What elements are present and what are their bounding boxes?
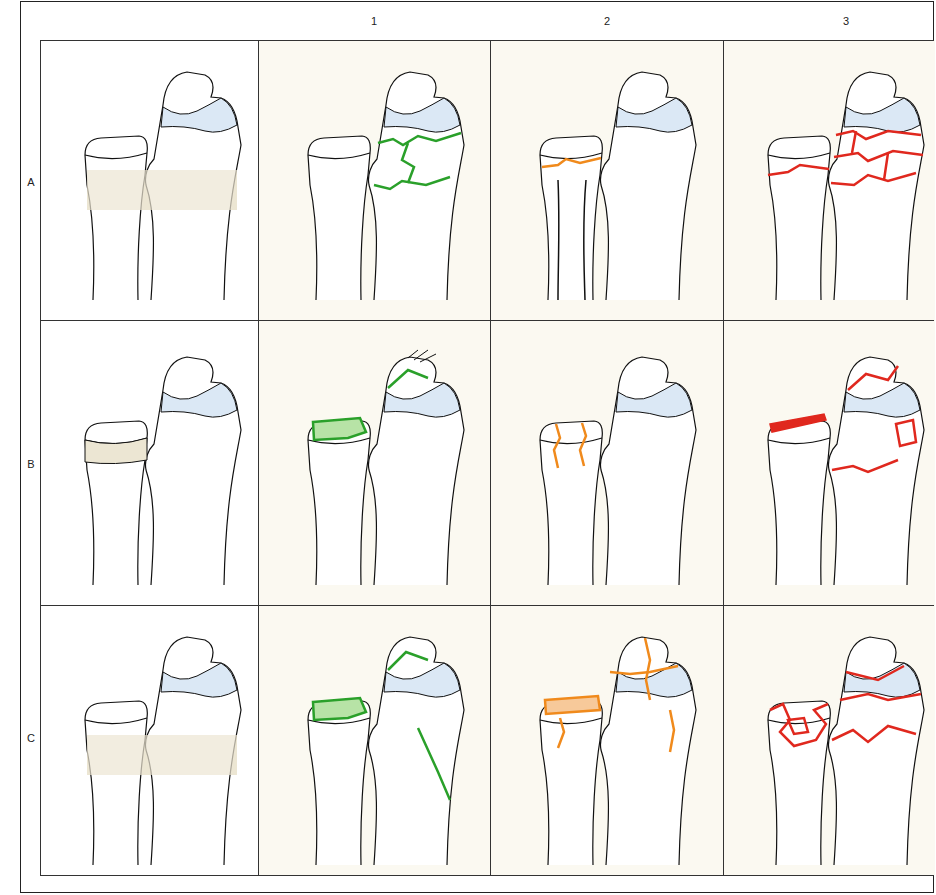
column-number: 3 (843, 14, 849, 28)
column-number: 1 (371, 14, 377, 28)
row-letter: B (27, 457, 34, 471)
row-letter: A (27, 175, 34, 189)
row-letter: C (27, 731, 35, 745)
column-number: 2 (604, 14, 610, 28)
